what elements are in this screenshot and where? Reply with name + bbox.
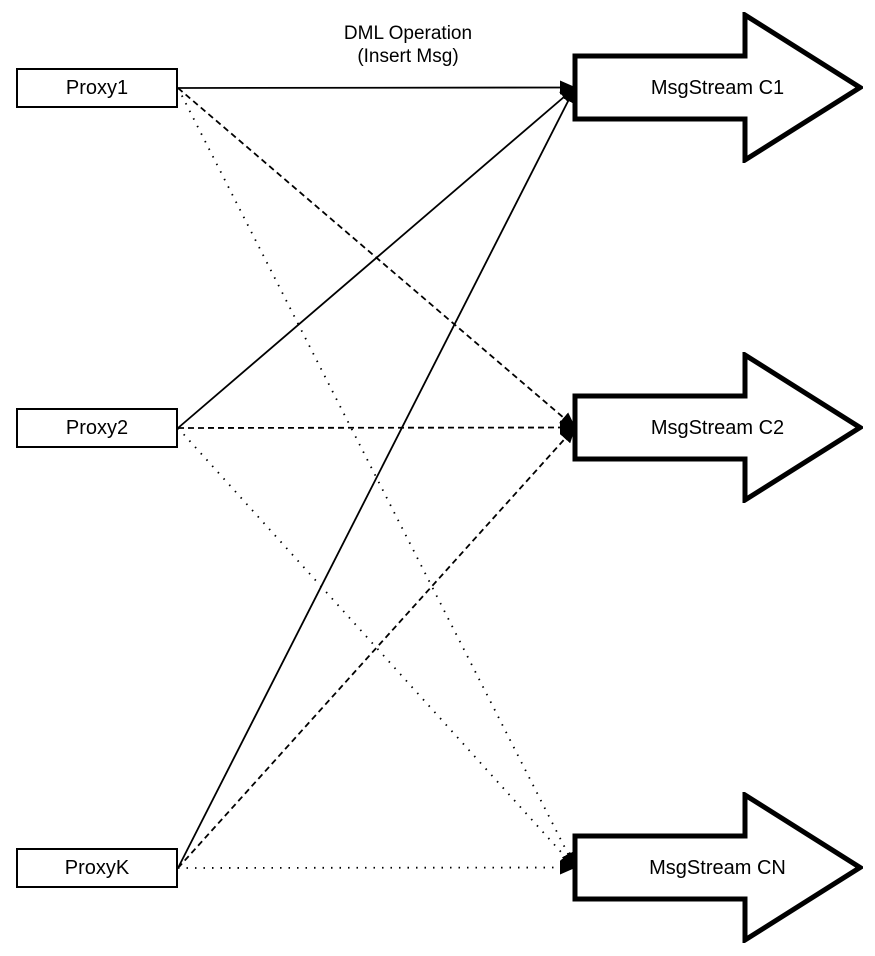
- block-arrow-right-icon: [572, 352, 863, 503]
- msgstream-cn-arrow[interactable]: MsgStream CN: [572, 792, 863, 943]
- edge-proxy2-to-cn: [177, 427, 576, 869]
- edge-proxy1-to-c2: [177, 87, 576, 429]
- msgstream-c1-label: MsgStream C1: [650, 76, 785, 99]
- msgstream-c2-arrow[interactable]: MsgStream C2: [572, 352, 863, 503]
- edge-proxyK-to-c2: [177, 426, 576, 869]
- msgstream-cn-label: MsgStream CN: [649, 856, 786, 879]
- dml-operation-annotation: DML Operation (Insert Msg): [283, 22, 533, 68]
- block-arrow-right-icon: [572, 12, 863, 163]
- edge-proxyK-to-c1: [177, 86, 576, 869]
- edge-proxy2-to-c2: [177, 420, 576, 435]
- proxyk-label: ProxyK: [64, 857, 130, 879]
- dml-operation-line1: DML Operation: [343, 23, 473, 44]
- edge-proxyK-to-cn: [177, 860, 576, 875]
- msgstream-c1-arrow[interactable]: MsgStream C1: [572, 12, 863, 163]
- proxy1-label: Proxy1: [65, 77, 129, 99]
- block-arrow-right-icon: [572, 792, 863, 943]
- proxy2-box[interactable]: Proxy2: [16, 408, 178, 448]
- proxy1-box[interactable]: Proxy1: [16, 68, 178, 108]
- msgstream-c2-label: MsgStream C2: [650, 416, 785, 439]
- proxyk-box[interactable]: ProxyK: [16, 848, 178, 888]
- edge-proxy1-to-c1: [177, 80, 576, 95]
- proxy2-label: Proxy2: [65, 417, 129, 439]
- edge-proxy1-to-cn: [177, 87, 576, 869]
- dml-operation-line2: (Insert Msg): [357, 46, 459, 67]
